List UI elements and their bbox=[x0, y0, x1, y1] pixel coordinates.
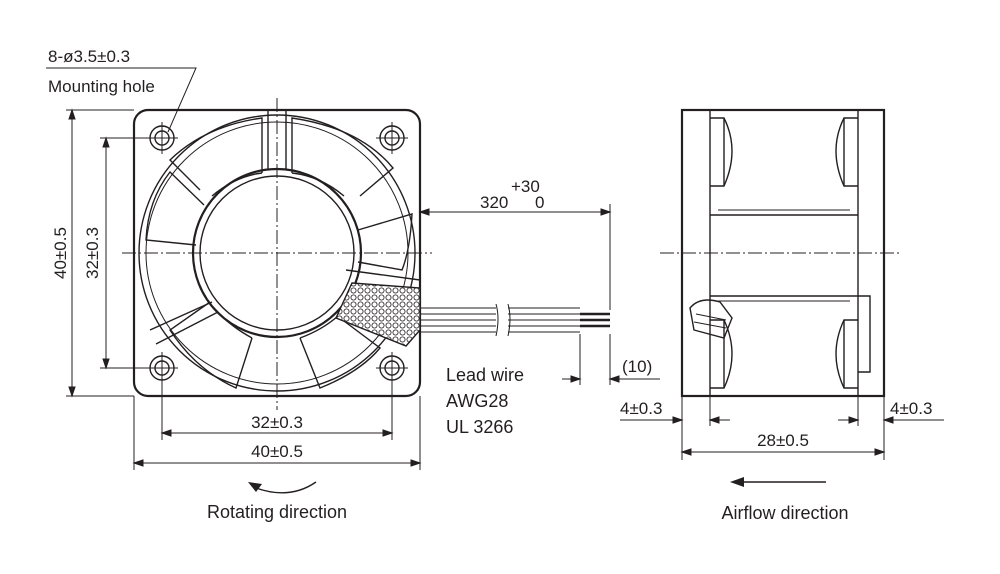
lead-length-value: 320 bbox=[480, 193, 508, 212]
mounting-hole-dimension: 8-ø3.5±0.3 bbox=[48, 47, 130, 66]
blade bbox=[215, 309, 253, 339]
blade bbox=[169, 301, 253, 389]
lower-hub-profiles bbox=[710, 319, 858, 389]
lead-wire-label: Lead wire bbox=[446, 365, 524, 385]
height-outer-dimension bbox=[66, 108, 134, 398]
wire-break-marks bbox=[495, 303, 511, 337]
right-side-step bbox=[858, 295, 871, 373]
lead-wires: 320 +30 0 (10) Lead wire AWG28 UL 3266 bbox=[418, 177, 660, 437]
width-pitch-label: 32±0.3 bbox=[251, 413, 303, 432]
rotation-arrowhead bbox=[248, 482, 262, 492]
flange-left-label: 4±0.3 bbox=[620, 399, 662, 418]
blade bbox=[291, 117, 394, 197]
side-view: 4±0.3 4±0.3 28±0.5 Airflow direction bbox=[620, 108, 944, 523]
mounting-hole-leader bbox=[46, 67, 197, 133]
flange-dimensions bbox=[620, 396, 944, 460]
upper-hub-profiles bbox=[710, 117, 858, 187]
strip-length-label: (10) bbox=[622, 357, 652, 376]
mounting-hole-label: Mounting hole bbox=[48, 77, 155, 96]
height-pitch-dimension bbox=[100, 136, 150, 370]
rotating-direction-label: Rotating direction bbox=[207, 502, 347, 522]
wire-stripped-ends bbox=[580, 312, 610, 328]
airflow-direction-label: Airflow direction bbox=[721, 503, 848, 523]
wire-channel-edge bbox=[345, 269, 421, 281]
wire-channel-hatch bbox=[335, 282, 421, 347]
blade bbox=[145, 170, 205, 246]
strip-length-dimension bbox=[562, 334, 660, 385]
height-outer-label: 40±0.5 bbox=[51, 227, 70, 279]
front-view: 8-ø3.5±0.3 Mounting hole 40±0.5 32±0.3 bbox=[46, 47, 432, 522]
width-outer-label: 40±0.5 bbox=[251, 442, 303, 461]
lead-wire-gauge: AWG28 bbox=[446, 391, 508, 411]
blade bbox=[299, 317, 382, 389]
depth-dimension bbox=[680, 448, 886, 456]
depth-label: 28±0.5 bbox=[757, 431, 809, 450]
lead-wire-standard: UL 3266 bbox=[446, 417, 513, 437]
blade bbox=[211, 172, 263, 197]
blade bbox=[169, 117, 263, 191]
blade bbox=[357, 213, 413, 271]
lead-length-dimension bbox=[418, 204, 612, 310]
lead-length-tol-upper: +30 bbox=[511, 177, 540, 196]
width-outer-dimension bbox=[132, 396, 422, 470]
lead-length-tol-lower: 0 bbox=[535, 193, 544, 212]
airflow-arrowhead bbox=[730, 477, 744, 487]
rotation-arrow bbox=[255, 481, 317, 494]
frame-struts bbox=[149, 110, 287, 345]
hole-center-marks bbox=[146, 122, 408, 384]
blade bbox=[291, 172, 345, 197]
width-pitch-dimension bbox=[160, 382, 394, 440]
flange-right-label: 4±0.3 bbox=[890, 399, 932, 418]
height-pitch-label: 32±0.3 bbox=[83, 227, 102, 279]
side-wire-bundle bbox=[689, 299, 733, 339]
